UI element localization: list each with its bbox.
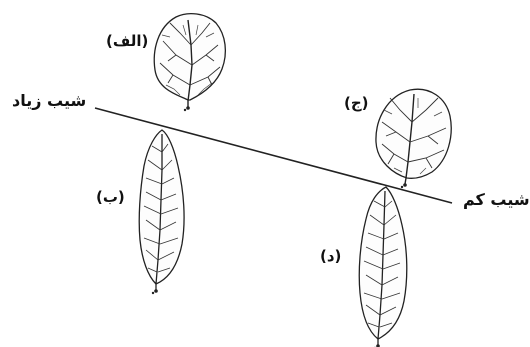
leaf-label-alef: (الف) [106, 32, 149, 50]
leaf-jim [375, 88, 452, 189]
leaf-dal [358, 186, 408, 347]
slope-line [94, 107, 453, 204]
gentle-slope-label: شیب کم [463, 190, 530, 209]
leaf-label-be: (ب) [96, 188, 125, 206]
leaf-alef [153, 12, 227, 112]
leaf-label-dal: (د) [320, 247, 342, 265]
steep-slope-label: شیب زیاد [12, 91, 87, 110]
leaf-be [138, 129, 185, 295]
leaf-label-jim: (ج) [344, 94, 369, 112]
